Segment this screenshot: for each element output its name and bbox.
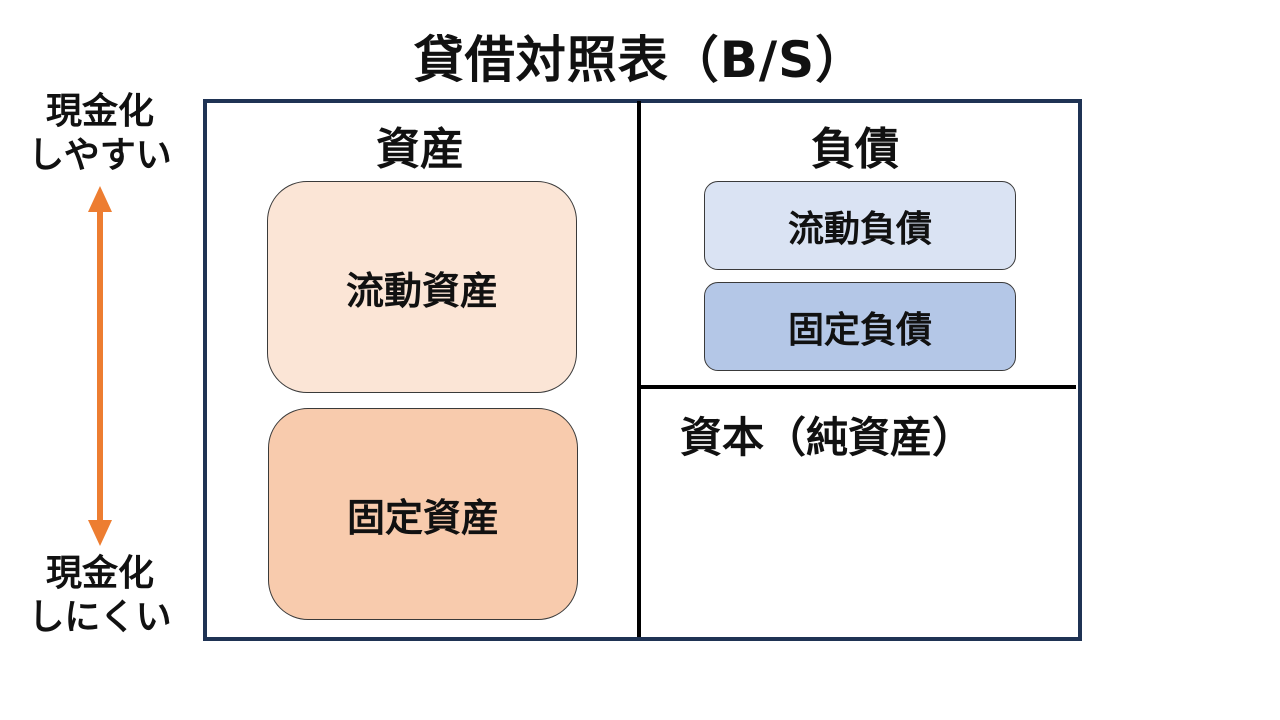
hard-to-liquidate-label: 現金化 しにくい	[0, 552, 200, 640]
current-liabilities-label: 流動負債	[787, 208, 932, 250]
assets-heading: 資産	[376, 124, 464, 175]
current-assets-box: 流動資産	[267, 181, 577, 393]
equity-heading: 資本（純資産）	[680, 413, 975, 462]
fixed-liabilities-label: 固定負債	[787, 309, 932, 351]
current-assets-label: 流動資産	[345, 268, 498, 313]
fixed-liabilities-box: 固定負債	[704, 282, 1016, 371]
easy-label-line2: しやすい	[28, 135, 172, 176]
vertical-divider	[637, 101, 641, 637]
hard-label-line1: 現金化	[45, 553, 154, 594]
liabilities-heading: 負債	[811, 124, 899, 175]
fixed-assets-box: 固定資産	[268, 408, 578, 620]
current-liabilities-box: 流動負債	[704, 181, 1016, 270]
easy-to-liquidate-label: 現金化 しやすい	[0, 90, 200, 178]
hard-label-line2: しにくい	[28, 597, 172, 638]
fixed-assets-label: 固定資産	[346, 495, 499, 540]
double-arrow-icon	[88, 186, 112, 546]
horizontal-divider	[641, 385, 1076, 389]
diagram-title: 貸借対照表（B/S）	[413, 31, 867, 89]
easy-label-line1: 現金化	[45, 91, 154, 132]
